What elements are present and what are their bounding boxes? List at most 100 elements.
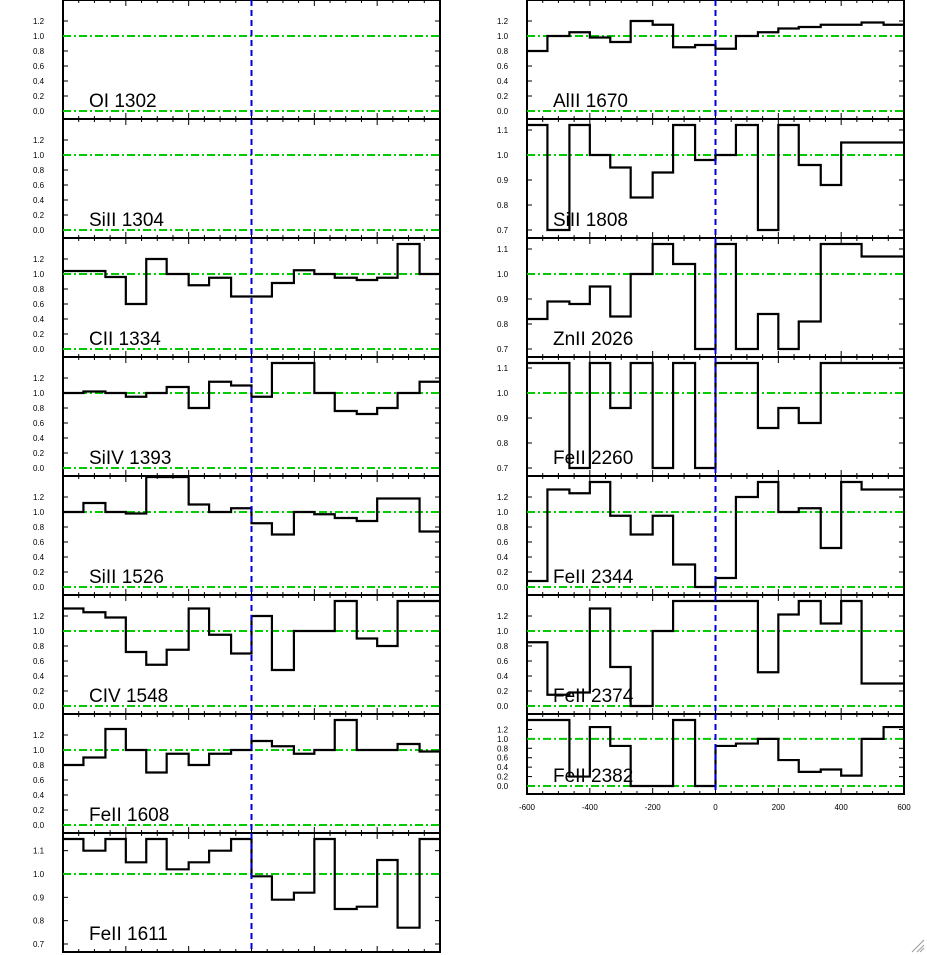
y-tick-label: 0.4 <box>33 553 45 562</box>
y-tick-label: 0.0 <box>33 821 45 830</box>
ion-label: CII 1334 <box>89 329 161 350</box>
y-tick-label: 1.0 <box>33 151 45 160</box>
y-tick-label: 0.0 <box>33 702 45 711</box>
resize-grip-icon[interactable] <box>911 939 925 953</box>
y-tick-label: 0.8 <box>33 285 45 294</box>
y-tick-label: 0.8 <box>33 404 45 413</box>
y-tick-label: 0.6 <box>497 657 509 666</box>
ion-label: SiII 1808 <box>553 210 628 231</box>
y-tick-label: 0.0 <box>33 583 45 592</box>
y-tick-label: 0.8 <box>497 439 509 448</box>
ion-label: ZnII 2026 <box>553 329 633 350</box>
y-tick-label: 0.4 <box>33 672 45 681</box>
y-tick-label: 0.2 <box>33 687 45 696</box>
y-tick-label: 0.8 <box>33 47 45 56</box>
ion-label: CIV 1548 <box>89 686 168 707</box>
ion-label: FeII 1611 <box>89 924 168 945</box>
ion-label: OI 1302 <box>89 91 157 112</box>
y-tick-label: 1.0 <box>497 389 509 398</box>
ion-label: SiII 1304 <box>89 210 164 231</box>
y-tick-label: 1.2 <box>33 136 45 145</box>
ion-label: FeII 2374 <box>553 686 634 707</box>
y-tick-label: 0.6 <box>33 62 45 71</box>
y-tick-label: 0.8 <box>33 761 45 770</box>
figure-column-1: 0.0 0.2 0.4 0.6 0.8 1.0 1.2 OI 1302 0.0 0.2 0.4 0.6… <box>33 0 441 953</box>
y-tick-label: 0.0 <box>497 782 509 791</box>
spectrum-line <box>63 599 440 672</box>
x-tick-label: 600 <box>897 803 911 812</box>
ion-label: FeII 1608 <box>89 805 169 826</box>
y-tick-label: 0.8 <box>33 523 45 532</box>
y-tick-label: 1.2 <box>33 255 45 264</box>
y-tick-label: 0.0 <box>33 345 45 354</box>
y-tick-label: 0.8 <box>33 917 45 926</box>
y-tick-label: 1.0 <box>497 627 509 636</box>
y-tick-label: 0.0 <box>33 464 45 473</box>
x-tick-label: -400 <box>582 803 599 812</box>
spectrum-line <box>527 361 904 470</box>
y-tick-label: 0.6 <box>497 538 509 547</box>
y-tick-label: 1.2 <box>497 612 509 621</box>
x-tick-label: -200 <box>645 803 662 812</box>
y-tick-label: 0.4 <box>33 434 45 443</box>
y-tick-label: 0.9 <box>33 893 45 902</box>
y-tick-label: 0.4 <box>497 77 509 86</box>
y-tick-label: 1.2 <box>497 17 509 26</box>
y-tick-label: 0.8 <box>33 642 45 651</box>
y-tick-label: 0.4 <box>497 553 509 562</box>
y-tick-label: 0.2 <box>33 806 45 815</box>
spectrum-line <box>527 599 904 708</box>
y-tick-label: 0.7 <box>33 940 45 949</box>
y-tick-label: 0.2 <box>33 330 45 339</box>
spectrum-line <box>63 475 440 536</box>
y-tick-label: 1.0 <box>497 270 509 279</box>
spectrum-line <box>63 242 440 306</box>
resize-grip-stroke <box>916 944 925 953</box>
y-tick-label: 0.6 <box>33 181 45 190</box>
ion-label: FeII 2344 <box>553 567 634 588</box>
y-tick-label: 1.0 <box>33 270 45 279</box>
y-tick-label: 1.0 <box>33 389 45 398</box>
ion-label: SiIV 1393 <box>89 448 171 469</box>
y-tick-label: 0.8 <box>497 744 509 753</box>
ion-label: AlII 1670 <box>553 91 628 112</box>
y-tick-label: 0.9 <box>497 295 509 304</box>
x-tick-label: 400 <box>834 803 848 812</box>
y-tick-label: 0.4 <box>33 77 45 86</box>
y-tick-label: 1.0 <box>497 735 509 744</box>
y-tick-label: 0.6 <box>33 657 45 666</box>
y-tick-label: 1.2 <box>33 612 45 621</box>
y-tick-label: 1.0 <box>497 32 509 41</box>
resize-grip-stroke <box>911 939 925 953</box>
y-tick-label: 0.2 <box>497 687 509 696</box>
y-tick-label: 1.2 <box>33 17 45 26</box>
y-tick-label: 1.1 <box>497 126 509 135</box>
y-tick-label: 1.1 <box>33 847 45 856</box>
y-tick-label: 0.2 <box>33 92 45 101</box>
y-tick-label: 0.4 <box>33 315 45 324</box>
y-tick-label: 0.7 <box>497 226 509 235</box>
y-tick-label: 0.6 <box>33 776 45 785</box>
y-tick-label: 0.4 <box>497 672 509 681</box>
y-tick-label: 0.6 <box>33 538 45 547</box>
y-tick-label: 1.0 <box>33 627 45 636</box>
panel-oi-1302: 0.00.20.40.60.81.01.2OI 1302 <box>33 0 441 120</box>
y-tick-label: 0.6 <box>33 419 45 428</box>
y-tick-label: 0.2 <box>33 211 45 220</box>
y-tick-label: 0.6 <box>33 300 45 309</box>
y-tick-label: 0.4 <box>33 196 45 205</box>
y-tick-label: 0.8 <box>497 523 509 532</box>
y-tick-label: 0.0 <box>497 702 509 711</box>
y-tick-label: 0.8 <box>33 166 45 175</box>
x-tick-label: -600 <box>519 803 536 812</box>
spectrum-line <box>527 242 904 351</box>
y-tick-label: 1.0 <box>33 508 45 517</box>
